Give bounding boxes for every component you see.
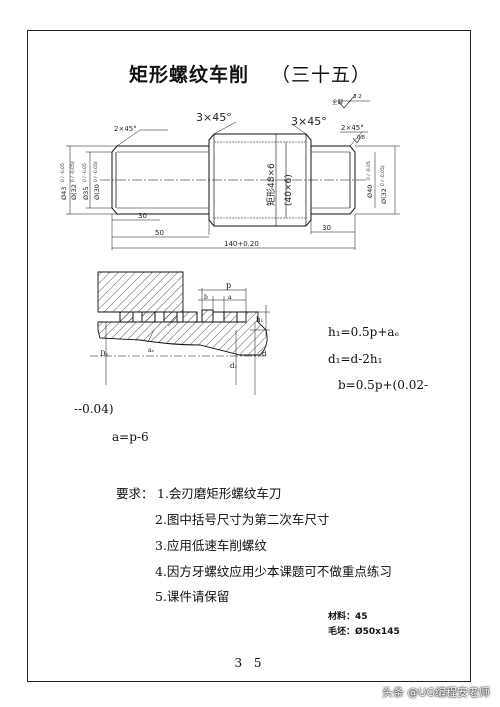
formula-b-line2: --0.04)	[74, 402, 114, 416]
label-p: p	[226, 281, 231, 290]
label-a: a	[228, 294, 232, 301]
thread-label: 矩形48×6	[265, 163, 277, 206]
label-d1: d₁	[230, 362, 237, 370]
blank-label: 毛坯：Ø50x145	[328, 627, 400, 637]
requirements-label: 要求：	[116, 486, 154, 501]
formula-h1: h₁=0.5p+aₑ	[328, 325, 400, 339]
page-number: 3 5	[234, 656, 266, 670]
requirement-item-2: 2.图中括号尺寸为第二次车尺寸	[155, 512, 330, 527]
dim-30-right: 30	[322, 224, 331, 232]
dia-right-2-tol: 0 / -0.05)	[380, 165, 386, 186]
dim-30-left: 30	[138, 212, 147, 220]
page-title: 矩形螺纹车削 （三十五）	[0, 60, 500, 87]
chamfer-right-big-label: 3×45°	[291, 115, 327, 128]
chamfer-left-big-label: 3×45°	[196, 111, 232, 124]
label-h1: h₁	[256, 316, 264, 324]
roughness-right-value: 0.8	[357, 135, 365, 141]
dia-left-1: Ø43	[60, 187, 68, 200]
dia-left-4: Ø(30	[93, 184, 101, 200]
dia-right-2: Ø(32	[380, 188, 388, 204]
requirement-item-1: 1.会刃磨矩形螺纹车刀	[157, 486, 282, 501]
dia-left-2-tol: 0 / -0.05)	[70, 161, 76, 182]
dia-left-2: Ø(32	[70, 184, 78, 200]
thread-label-2: (40×6)	[284, 174, 294, 206]
formula-a: a=p-6	[112, 430, 149, 444]
formula-b-line1: b=0.5p+(0.02-	[338, 378, 429, 392]
title-number: （三十五）	[271, 64, 372, 86]
label-d: d	[262, 350, 267, 358]
dia-left-4-tol: 0 / -0.05)	[93, 161, 99, 182]
requirement-item-3: 3.应用低速车削螺纹	[155, 538, 267, 553]
dim-total: 140+0.20	[224, 240, 259, 248]
surface-finish-value: 3.2	[353, 94, 362, 100]
formula-d1: d₁=d-2h₁	[328, 352, 383, 366]
dia-right-1: Ø40	[366, 185, 374, 198]
label-D1: D₁	[100, 350, 109, 358]
dia-left-3: Ø35	[82, 187, 90, 200]
dia-left-3-tol: 0 / -0.05	[82, 163, 88, 182]
label-b: b	[204, 294, 208, 301]
chamfer-right-small-label: 2×45°	[341, 124, 364, 132]
dia-right-1-tol: 0 / -0.05	[366, 161, 372, 180]
dim-50: 50	[155, 229, 164, 237]
title-text: 矩形螺纹车削	[128, 64, 249, 86]
dia-left-1-tol: 0 / -0.05	[60, 163, 66, 182]
label-ae: aₑ	[148, 347, 155, 354]
page-frame	[27, 30, 471, 682]
material-label: 材料：45	[328, 612, 368, 622]
watermark: 头条 @UG编程安老师	[381, 686, 490, 699]
requirement-item-5: 5.课件请保留	[155, 589, 230, 604]
requirement-item-4: 4.因方牙螺纹应用少本课题可不做重点练习	[155, 564, 392, 579]
surface-finish-label: 全部	[332, 98, 344, 106]
chamfer-left-small-label: 2×45°	[114, 125, 137, 133]
